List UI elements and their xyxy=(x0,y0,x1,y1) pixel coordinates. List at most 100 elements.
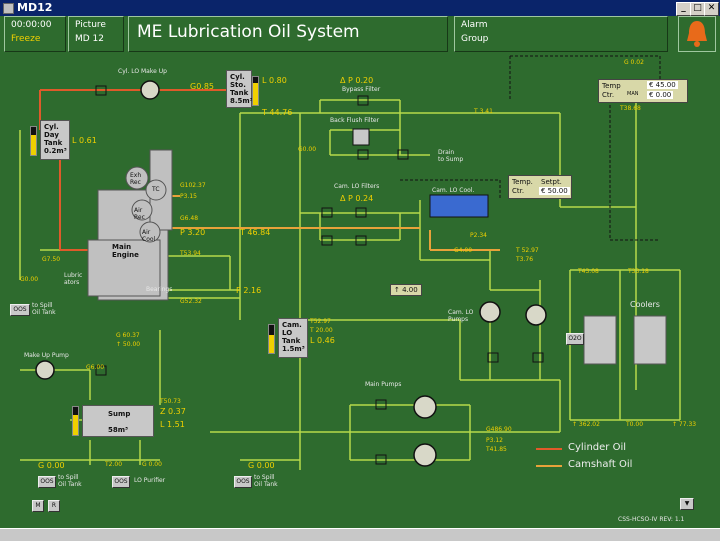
value-cam-l0-46: L 0.46 xyxy=(310,336,335,345)
time-freeze-panel[interactable]: 00:00:00 Freeze xyxy=(4,16,66,52)
page-title: ME Lubrication Oil System xyxy=(137,22,360,42)
value-g102-37: G102.37 xyxy=(180,182,206,189)
value-g0-00a: G0.00 xyxy=(298,146,317,153)
picture-id: MD 12 xyxy=(75,34,105,44)
r-button[interactable]: R xyxy=(48,500,60,512)
value-t44-76: T 44.76 xyxy=(262,108,293,117)
value-t46-84: T 46.84 xyxy=(240,228,271,237)
flow-indicator-box[interactable]: ↑ 4.00 xyxy=(390,284,422,296)
value-g0-00b: G0.00 xyxy=(20,276,39,283)
tank-label: Cam. xyxy=(282,321,302,329)
cam-lo-cool-label: Cam. LO Cool. xyxy=(432,187,475,194)
value-sump-z0-37: Z 0.37 xyxy=(160,407,186,416)
oos-button-2[interactable]: OOS xyxy=(38,476,56,488)
value-t52-97a: T 52.97 xyxy=(516,247,539,254)
value-g0-00-mid: G 0.00 xyxy=(142,461,162,468)
tank-label: Sump xyxy=(108,410,131,418)
value-sump-t50-73: T50.73 xyxy=(160,398,181,405)
o2o-button[interactable]: O2O xyxy=(566,333,584,345)
value-sump-l1-51: L 1.51 xyxy=(160,420,185,429)
value-t43-08: T43.08 xyxy=(578,268,599,275)
window-title: MD12 xyxy=(17,1,53,14)
alarm-group-panel[interactable]: Alarm Group xyxy=(454,16,668,52)
cam-temp-controller[interactable]: Temp. Ctr. Setpt. € 50.00 xyxy=(508,175,572,199)
value-g486-90: G486.90 xyxy=(486,426,512,433)
cam-setpoint-value[interactable]: € 50.00 xyxy=(539,187,570,195)
value-f1-50: ↑ 50.00 xyxy=(116,341,141,348)
cam-tank-level-gauge xyxy=(268,324,275,354)
tank-volume: 1.5m³ xyxy=(282,345,305,353)
value-p3-20: P 3.20 xyxy=(180,228,206,237)
legend-camshaft-oil: Camshaft Oil xyxy=(568,459,633,470)
value-t3-76: T3.76 xyxy=(516,256,534,263)
tank-label: Day xyxy=(44,131,59,139)
tank-label: Cyl. xyxy=(230,73,245,81)
group-label: Group xyxy=(461,34,489,44)
taskbar xyxy=(0,528,720,541)
value-g0-85: G0.85 xyxy=(190,82,215,91)
back-flush-filter-label: Back Flush Filter xyxy=(330,117,380,124)
lo-purifier-label: LO Purifier xyxy=(134,477,166,484)
value-t77-33: ↑ 77.33 xyxy=(672,421,697,428)
cyl-day-level-gauge xyxy=(30,126,37,156)
value-t41-85: T41.85 xyxy=(486,446,507,453)
alarm-bell-icon[interactable] xyxy=(678,16,716,52)
picture-label: Picture xyxy=(75,20,106,30)
freeze-label[interactable]: Freeze xyxy=(11,34,41,44)
value-g7-50: G7.50 xyxy=(42,256,61,263)
tank-label: Sto. xyxy=(230,81,246,89)
value-g60-37: G 60.37 xyxy=(116,332,140,339)
temp-controller-right[interactable]: Temp Ctr. MAN € 45.00 € 0.00 xyxy=(598,79,688,103)
tank-label: Tank xyxy=(282,337,301,345)
sump-level-gauge xyxy=(72,406,79,436)
value-t33-18: T33.18 xyxy=(628,268,649,275)
man-label: MAN xyxy=(627,91,639,97)
cyl-storage-level-gauge xyxy=(252,76,259,106)
oos-button-3[interactable]: OOS xyxy=(112,476,130,488)
m-button[interactable]: M xyxy=(32,500,44,512)
oos-button-1[interactable]: OOS xyxy=(10,304,30,316)
main-pumps-label: Main Pumps xyxy=(365,381,402,388)
tc-label: TC xyxy=(152,186,160,193)
maximize-button[interactable]: □ xyxy=(690,2,705,16)
tank-volume: 8.5m³ xyxy=(230,97,253,105)
close-button[interactable]: ✕ xyxy=(704,2,719,16)
window-title-bar: MD12 _ □ ✕ xyxy=(0,0,720,16)
cam-lo-filters-label: Cam. LO Filters xyxy=(334,183,380,190)
oos-button-4[interactable]: OOS xyxy=(234,476,252,488)
make-up-pump-label: Make Up Pump xyxy=(24,352,69,359)
value-l0-80: L 0.80 xyxy=(262,76,287,85)
clock-time: 00:00:00 xyxy=(11,20,52,30)
cyl-makeup-label: Cyl. LO Make Up xyxy=(118,68,167,75)
value-t2-00: T2.00 xyxy=(105,461,123,468)
value-cam-t20-00: T 20.00 xyxy=(310,327,333,334)
value-t53-94: T53.94 xyxy=(180,250,201,257)
value-p2-34: P2.34 xyxy=(470,232,487,239)
temp-ctr-output[interactable]: € 0.00 xyxy=(647,91,674,99)
tank-label: Cyl. xyxy=(44,123,59,131)
value-g6-00: G6.00 xyxy=(86,364,105,371)
ctrl-label: Temp. xyxy=(512,178,533,186)
value-g52-32: G52.32 xyxy=(180,298,202,305)
value-g4-00: G4.00 xyxy=(454,247,473,254)
temp-ctr-setpoint[interactable]: € 45.00 xyxy=(647,81,678,89)
scroll-down-button[interactable]: ▼ xyxy=(680,498,694,510)
bypass-filter-label: Bypass Filter xyxy=(342,86,381,93)
value-p3-15: P3.15 xyxy=(180,193,197,200)
value-g0-00-pur: G 0.00 xyxy=(248,461,275,470)
app-icon xyxy=(3,3,14,14)
value-t38-68: T38.68 xyxy=(620,105,641,112)
